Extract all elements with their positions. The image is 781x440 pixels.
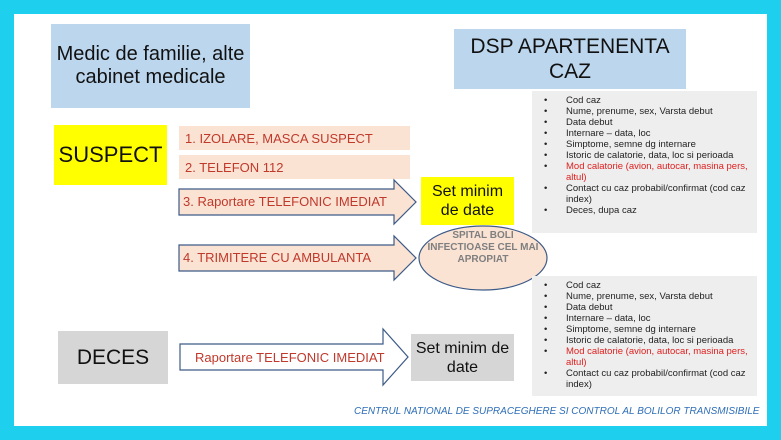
info-item: Istoric de calatorie, data, loc si perio…	[544, 150, 753, 161]
deces-box: DECES	[58, 331, 168, 384]
deces-label: DECES	[76, 345, 150, 369]
arrows-layer	[178, 178, 548, 387]
info-item: Contact cu caz probabil/confirmat (cod c…	[544, 368, 753, 390]
suspect-label: SUSPECT	[58, 142, 163, 167]
step-isolation-label: 1. IZOLARE, MASCA SUSPECT	[185, 130, 373, 146]
arrow-report-suspect	[178, 178, 417, 226]
info-item: Simptome, semne dg internare	[544, 324, 753, 335]
info-item: Contact cu caz probabil/confirmat (cod c…	[544, 183, 753, 205]
footer-org: CENTRUL NATIONAL DE SUPRACEGHERE SI CONT…	[354, 406, 760, 417]
hospital-ellipse	[418, 225, 548, 291]
info-item: Internare – data, loc	[544, 313, 753, 324]
info-item: Internare – data, loc	[544, 128, 753, 139]
right-title: DSP APARTENENTA CAZ	[470, 35, 670, 83]
info-list-suspect: Cod cazNume, prenume, sex, Varsta debutD…	[532, 91, 757, 233]
info-item: Cod caz	[544, 95, 753, 106]
arrow-report-deces	[179, 327, 409, 387]
step-phone-label: 2. TELEFON 112	[185, 159, 284, 175]
slide: Medic de familie, alte cabinet medicale …	[14, 14, 767, 426]
set-minim-suspect-label: Set minim de date	[431, 183, 504, 219]
step-ambulance-label: 4. TRIMITERE CU AMBULANTA	[183, 250, 372, 265]
set-minim-deces: Set minim de date	[411, 334, 514, 381]
step-isolation: 1. IZOLARE, MASCA SUSPECT	[179, 126, 410, 150]
info-item: Nume, prenume, sex, Varsta debut	[544, 291, 753, 302]
info-item: Nume, prenume, sex, Varsta debut	[544, 106, 753, 117]
info-item: Mod calatorie (avion, autocar, masina pe…	[544, 346, 753, 368]
step-phone-112: 2. TELEFON 112	[179, 155, 410, 179]
set-minim-deces-label: Set minim de date	[415, 339, 510, 376]
set-minim-suspect: Set minim de date	[421, 177, 514, 225]
info-item: Data debut	[544, 117, 753, 128]
step-report-label: 3. Raportare TELEFONIC IMEDIAT	[183, 194, 387, 209]
info-item: Data debut	[544, 302, 753, 313]
info-item: Cod caz	[544, 280, 753, 291]
deces-report-label: Raportare TELEFONIC IMEDIAT	[195, 350, 385, 365]
info-item: Istoric de calatorie, data, loc si perio…	[544, 335, 753, 346]
right-title-box: DSP APARTENENTA CAZ	[454, 29, 686, 89]
left-title-box: Medic de familie, alte cabinet medicale	[51, 24, 250, 108]
info-item: Deces, dupa caz	[544, 205, 753, 216]
info-item: Mod calatorie (avion, autocar, masina pe…	[544, 161, 753, 183]
arrow-ambulance	[178, 234, 417, 282]
suspect-box: SUSPECT	[54, 125, 167, 185]
info-list-deces: Cod cazNume, prenume, sex, Varsta debutD…	[532, 276, 757, 396]
left-title: Medic de familie, alte cabinet medicale	[56, 43, 245, 88]
info-item: Simptome, semne dg internare	[544, 139, 753, 150]
hospital-label: SPITAL BOLI INFECTIOASE CEL MAI APROPIAT	[427, 230, 539, 265]
